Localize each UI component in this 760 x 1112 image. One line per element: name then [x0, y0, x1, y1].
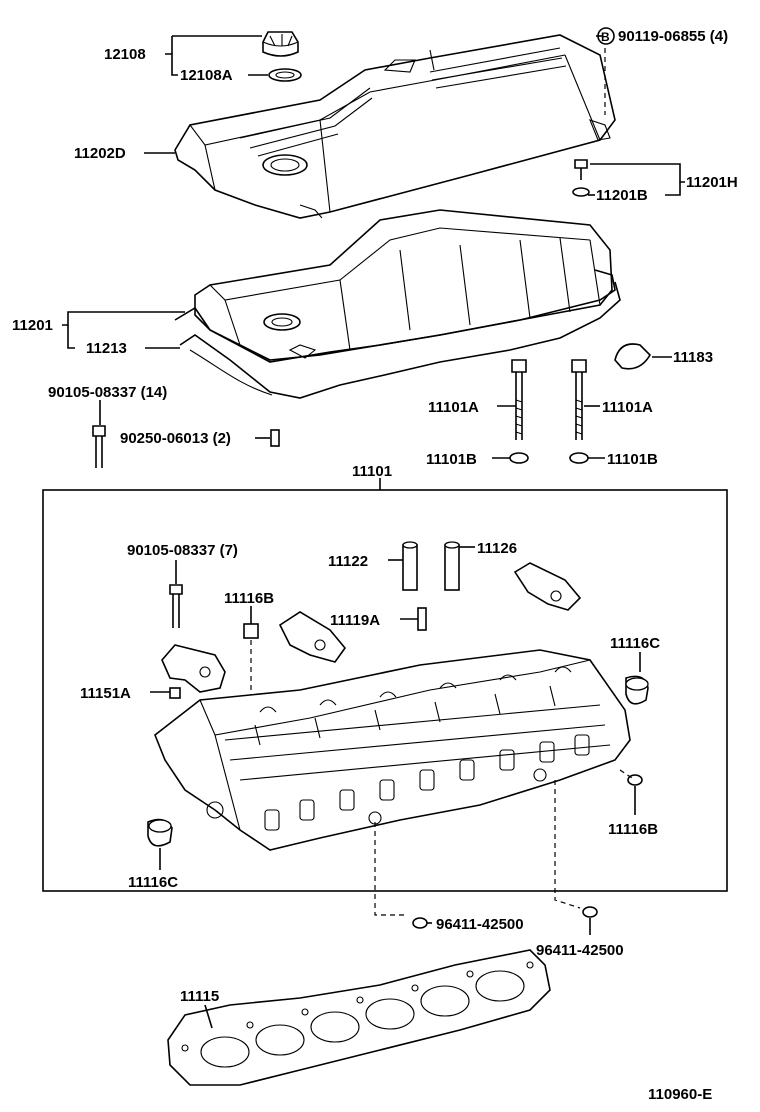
- plug-11116C-right[interactable]: [625, 675, 649, 705]
- washer-11101B-left[interactable]: [509, 452, 529, 464]
- head-cover-gasket[interactable]: [174, 269, 621, 399]
- diagram-id: 110960-E: [648, 1086, 712, 1103]
- label-90105-7: 90105-08337 (7): [127, 542, 238, 559]
- bracket-right[interactable]: [513, 562, 582, 611]
- label-96411-right: 96411-42500: [536, 942, 624, 959]
- label-11201: 11201: [12, 317, 53, 334]
- head-cover-upper[interactable]: [174, 34, 616, 219]
- label-11116C-right: 11116C: [610, 635, 660, 652]
- cylinder-head-group-frame: [42, 489, 728, 892]
- label-11201B: 11201B: [596, 187, 648, 204]
- guide-11126[interactable]: [444, 541, 460, 591]
- pin-11119A[interactable]: [417, 607, 427, 631]
- label-96411-left: 96411-42500: [436, 916, 524, 933]
- bolt-90105-7[interactable]: [169, 584, 183, 628]
- label-circle-b: B: [601, 30, 610, 44]
- label-11101A-right: 11101A: [602, 399, 653, 416]
- washer-11101B-right[interactable]: [569, 452, 589, 464]
- label-11101: 11101: [352, 463, 392, 480]
- label-90119: 90119-06855 (4): [618, 28, 728, 45]
- label-11116B-right: 11116B: [608, 821, 658, 838]
- plug-11151A[interactable]: [169, 687, 181, 699]
- label-11119A: 11119A: [330, 612, 380, 629]
- bolt-11101A-left[interactable]: [511, 359, 527, 440]
- intake-ports: [264, 734, 590, 831]
- leader-lines: [62, 35, 685, 1029]
- pin-90250[interactable]: [270, 429, 280, 447]
- label-11183: 11183: [673, 349, 713, 366]
- label-11101B-left: 11101B: [426, 451, 477, 468]
- part-labels: 12108 12108A 11202D B 90119-06855 (4) 11…: [12, 27, 738, 1103]
- label-90105-14: 90105-08337 (14): [48, 384, 167, 401]
- label-11116C-left: 11116C: [128, 874, 178, 891]
- label-11115: 11115: [180, 988, 219, 1005]
- cam-journals: [254, 666, 572, 746]
- label-11202D: 11202D: [74, 145, 126, 162]
- label-11151A: 11151A: [80, 685, 131, 702]
- label-12108A: 12108A: [180, 67, 233, 84]
- cap-11183[interactable]: [614, 343, 652, 370]
- label-11116B-top: 11116B: [224, 590, 274, 607]
- head-gasket[interactable]: [167, 949, 551, 1086]
- bolt-11201H[interactable]: [574, 159, 588, 180]
- washer-11201B[interactable]: [572, 187, 590, 197]
- bracket-mid[interactable]: [278, 611, 347, 663]
- label-11201H: 11201H: [686, 174, 738, 191]
- label-11101A-left: 11101A: [428, 399, 479, 416]
- cap-gasket[interactable]: [268, 68, 302, 82]
- label-11213: 11213: [86, 340, 127, 357]
- label-11101B-right: 11101B: [607, 451, 658, 468]
- label-11122: 11122: [328, 553, 368, 570]
- circle-b-icon: [597, 27, 615, 45]
- plug-11116B-top[interactable]: [243, 623, 259, 700]
- label-12108: 12108: [104, 46, 146, 63]
- cylinder-head[interactable]: [154, 649, 633, 916]
- plug-11116C-left[interactable]: [147, 818, 173, 847]
- bracket-left[interactable]: [161, 644, 226, 693]
- label-90250: 90250-06013 (2): [120, 430, 231, 447]
- plug-96411-left[interactable]: [412, 917, 428, 929]
- guide-11122[interactable]: [402, 541, 418, 591]
- plug-96411-right[interactable]: [582, 906, 598, 918]
- bolt-90105-14[interactable]: [92, 425, 106, 468]
- label-11126: 11126: [477, 540, 517, 557]
- oil-filler-cap[interactable]: [262, 31, 299, 57]
- bolt-11101A-right[interactable]: [571, 359, 587, 440]
- head-cover-lower[interactable]: [194, 209, 613, 361]
